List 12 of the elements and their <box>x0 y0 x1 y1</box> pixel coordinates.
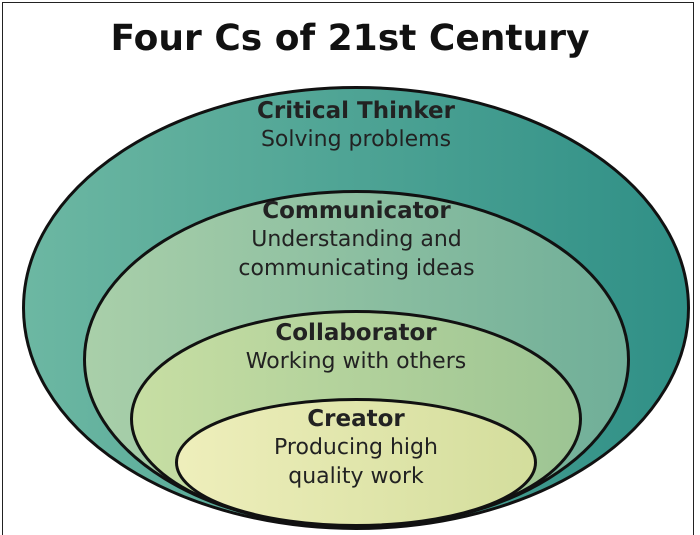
nested-ellipse <box>130 310 582 528</box>
ellipse-description: Working with others <box>244 348 468 376</box>
ellipse-heading: Collaborator <box>275 320 437 346</box>
ellipse-description: Understanding and communicating ideas <box>237 226 476 283</box>
ellipse-heading: Creator <box>307 406 405 432</box>
ellipse-heading: Critical Thinker <box>257 98 455 124</box>
ellipse-description: Producing high quality work <box>273 434 439 491</box>
nested-ellipse <box>175 398 537 527</box>
nested-ellipse <box>22 86 690 530</box>
ellipse-description: Solving problems <box>260 126 452 154</box>
ellipse-heading: Communicator <box>262 198 451 224</box>
title: Four Cs of 21st Century <box>110 18 590 59</box>
